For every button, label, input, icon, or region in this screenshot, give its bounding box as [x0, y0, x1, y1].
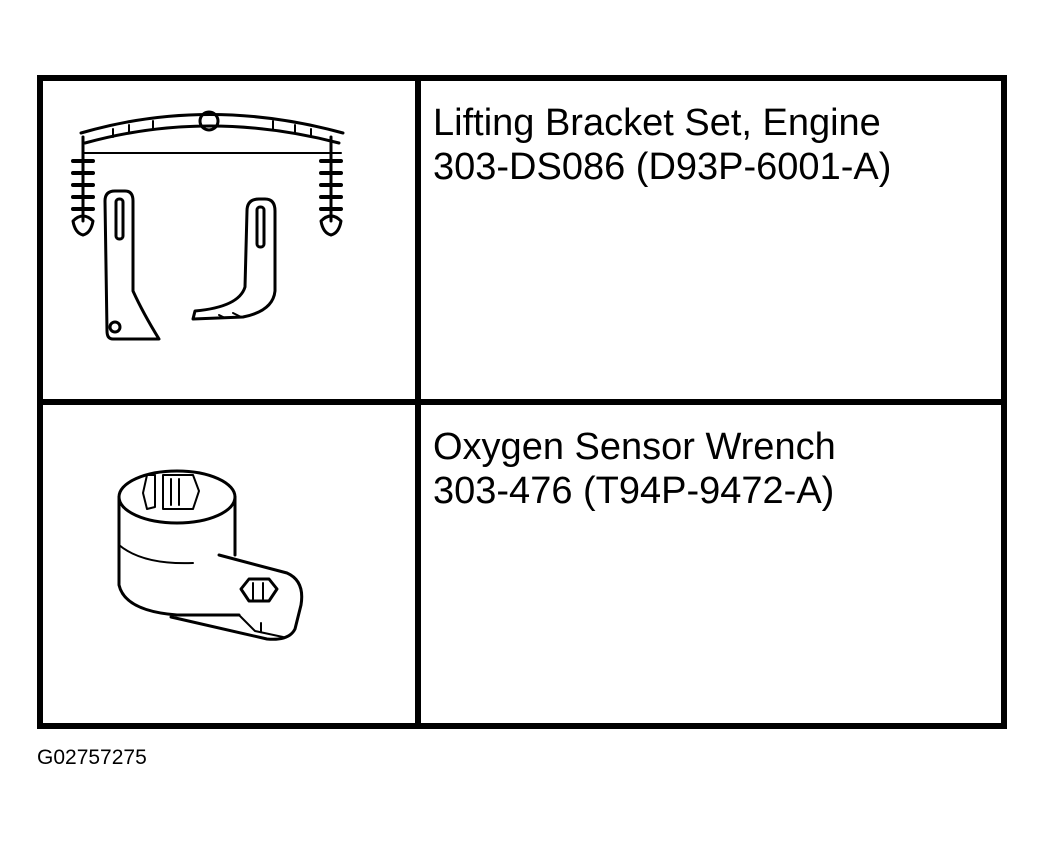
tool-name: Oxygen Sensor Wrench [433, 426, 836, 468]
tool-illustration-cell [37, 75, 421, 405]
special-tools-table: Lifting Bracket Set, Engine 303-DS086 (D… [37, 75, 1007, 729]
tool-description-cell: Oxygen Sensor Wrench 303-476 (T94P-9472-… [415, 399, 1007, 729]
oxygen-sensor-wrench-icon [117, 469, 304, 641]
tool-name: Lifting Bracket Set, Engine [433, 102, 881, 144]
table-row: Oxygen Sensor Wrench 303-476 (T94P-9472-… [37, 399, 1007, 729]
tool-part-number: 303-476 (T94P-9472-A) [433, 470, 835, 512]
table-row: Lifting Bracket Set, Engine 303-DS086 (D… [37, 75, 1007, 405]
tool-description-cell: Lifting Bracket Set, Engine 303-DS086 (D… [415, 75, 1007, 405]
figure-id: G02757275 [37, 746, 147, 769]
lifting-bracket-set-icon [71, 110, 345, 341]
tool-illustration-cell [37, 399, 421, 729]
tool-part-number: 303-DS086 (D93P-6001-A) [433, 146, 892, 188]
